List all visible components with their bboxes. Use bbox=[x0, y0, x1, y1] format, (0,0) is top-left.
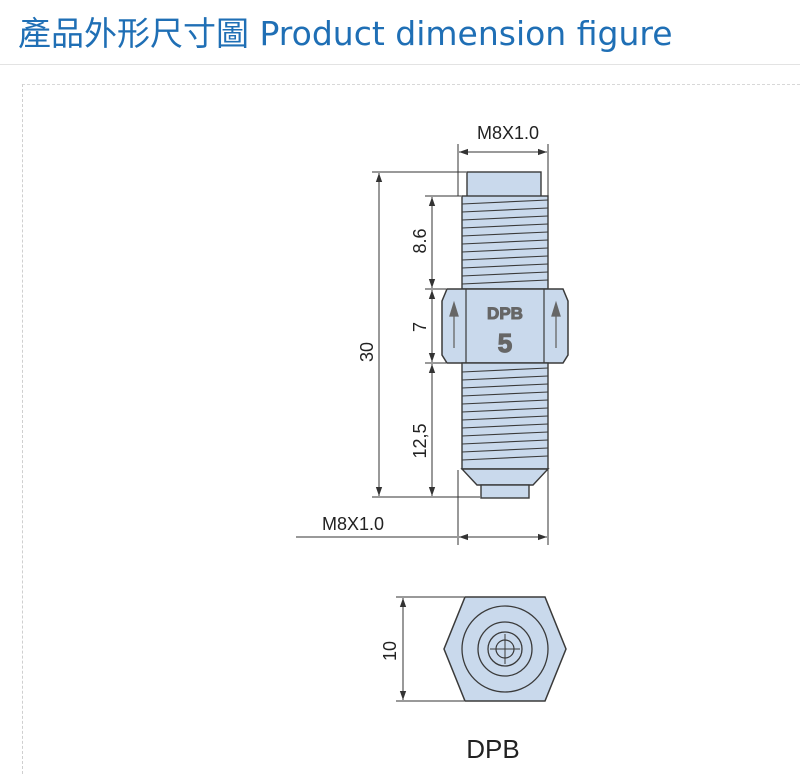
dimension-lines bbox=[296, 144, 549, 545]
body-mark-size: 5 bbox=[498, 328, 512, 358]
fitting-side-view: DPB 5 bbox=[441, 171, 569, 499]
hex-size-dimension bbox=[396, 596, 464, 702]
figure-caption: DPB bbox=[466, 734, 519, 764]
hex-size-label: 10 bbox=[380, 641, 400, 661]
upper-thread-lines bbox=[461, 199, 549, 285]
bottom-nipple bbox=[480, 484, 530, 499]
frame-border-top bbox=[22, 84, 800, 85]
hex-length-label: 7 bbox=[410, 322, 430, 332]
body-mark-text: DPB bbox=[487, 304, 523, 323]
upper-thread-length-label: 8.6 bbox=[410, 228, 430, 253]
top-nipple bbox=[466, 171, 542, 199]
title-divider bbox=[0, 64, 800, 65]
fitting-end-view bbox=[443, 596, 567, 702]
hex-body bbox=[441, 288, 569, 364]
total-length-label: 30 bbox=[357, 342, 377, 362]
top-thread-label: M8X1.0 bbox=[477, 123, 539, 143]
lower-thread-lines bbox=[461, 367, 549, 461]
lower-thread-length-label: 12,5 bbox=[410, 423, 430, 458]
flow-direction-icon bbox=[449, 300, 561, 348]
bottom-thread-label: M8X1.0 bbox=[322, 514, 384, 534]
page-title: 產品外形尺寸圖 Product dimension figure bbox=[18, 14, 673, 53]
lower-taper bbox=[460, 468, 550, 486]
frame-border-left bbox=[22, 84, 23, 774]
